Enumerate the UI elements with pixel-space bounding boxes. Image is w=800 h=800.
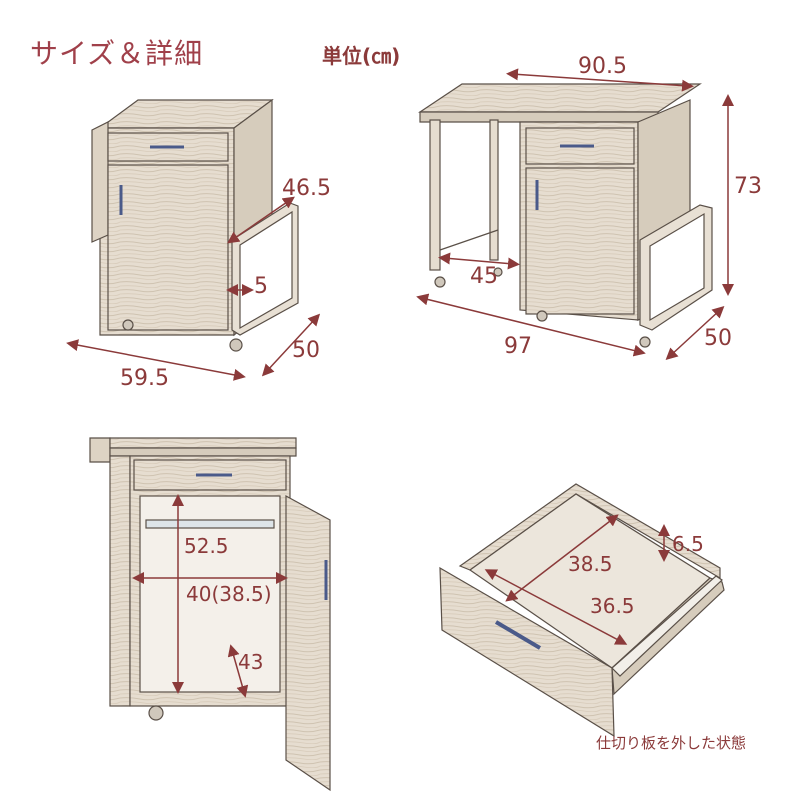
- drawer-dimension-lines: [484, 514, 670, 645]
- cabinet-inner-width-label: 40(38.5): [186, 582, 272, 606]
- folded-depth-label: 50: [292, 338, 320, 363]
- expanded-desk: [418, 83, 713, 348]
- folded-leaf-depth-label: 46.5: [282, 176, 331, 201]
- cabinet-interior: [89, 437, 331, 792]
- folded-dimension-lines: [66, 196, 321, 381]
- expanded-leg-span-label: 45: [470, 264, 498, 289]
- expanded-dimension-lines: [416, 68, 734, 361]
- page-title: サイズ＆詳細: [30, 37, 204, 70]
- expanded-height-label: 73: [734, 174, 762, 199]
- expanded-top-width-label: 90.5: [578, 54, 627, 79]
- drawer-detail: [439, 483, 725, 738]
- folded-leaf-thickness-label: 5: [254, 274, 268, 299]
- unit-label: 単位(㎝): [322, 44, 401, 68]
- folded-width-label: 59.5: [120, 366, 169, 391]
- expanded-total-width-label: 97: [504, 334, 532, 359]
- drawer-inner-depth-label: 38.5: [568, 552, 613, 576]
- expanded-depth-label: 50: [704, 326, 732, 351]
- drawer-inner-height-label: 6.5: [672, 532, 704, 556]
- drawer-caption: 仕切り板を外した状態: [596, 734, 747, 752]
- cabinet-dimension-lines: [132, 494, 288, 698]
- folded-cabinet: [91, 98, 299, 352]
- cabinet-inner-height-label: 52.5: [184, 534, 229, 558]
- drawer-inner-width-label: 36.5: [590, 594, 635, 618]
- cabinet-inner-depth-label: 43: [238, 650, 264, 674]
